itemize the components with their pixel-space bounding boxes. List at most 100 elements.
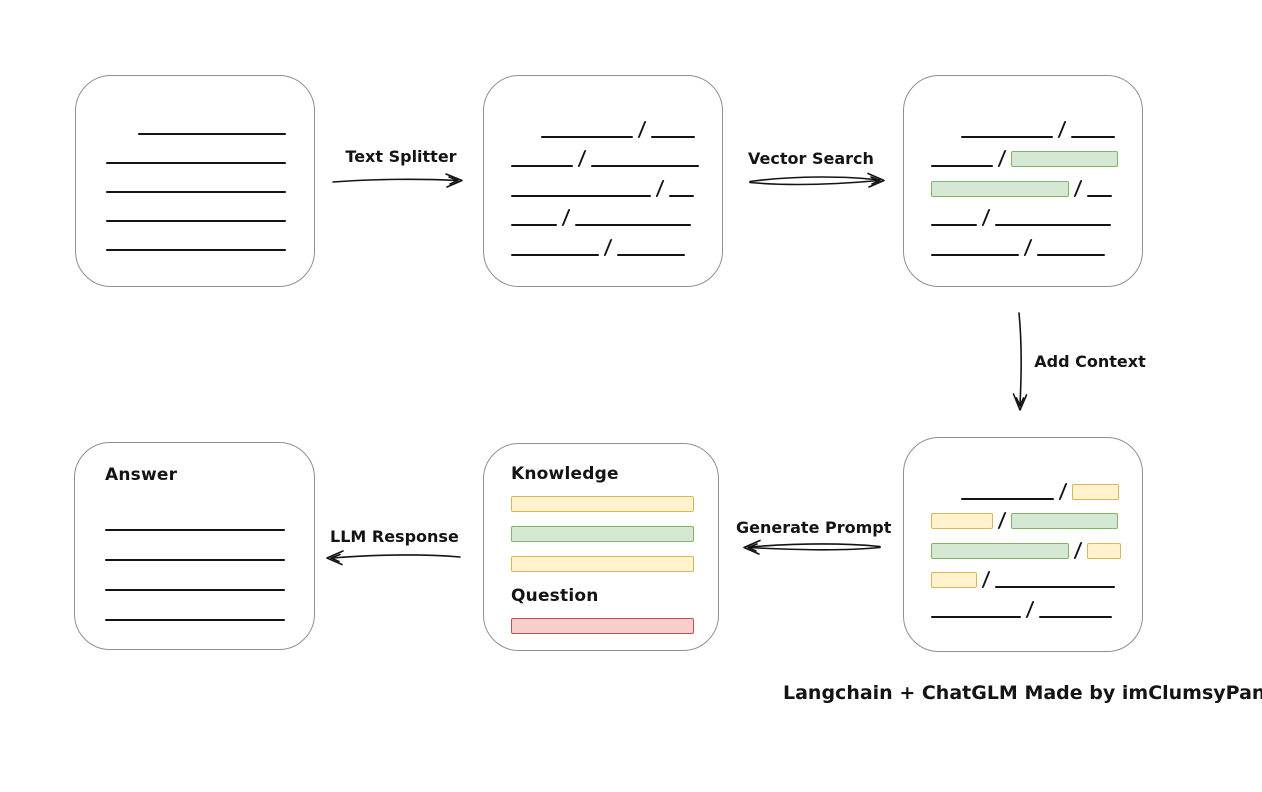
- slash-separator: [981, 571, 991, 588]
- text-line-segment: [931, 615, 1021, 618]
- text-line-segment: [617, 253, 686, 256]
- chunk-row: [931, 108, 1142, 138]
- text-line-segment: [511, 253, 599, 256]
- text-line-segment: [511, 194, 651, 197]
- chunk-row: [931, 226, 1142, 256]
- green-bar: [511, 526, 694, 542]
- slash-separator: [981, 209, 991, 226]
- add-context-arrow: [1012, 312, 1028, 411]
- text-line-segment: [575, 224, 692, 226]
- text-line: [106, 249, 286, 251]
- green-chunk-highlight: [931, 180, 1069, 197]
- chunk-row: [931, 197, 1142, 226]
- slash-separator: [603, 238, 613, 256]
- chunk-row: [931, 500, 1142, 529]
- question-bars: [511, 618, 718, 634]
- slash-separator: [637, 120, 647, 138]
- text-splitter-label: Text Splitter: [345, 147, 457, 166]
- answer-label: Answer: [105, 465, 178, 485]
- chunk-row: [931, 138, 1142, 167]
- slash-separator: [1025, 600, 1035, 618]
- yellow-chunk-highlight: [931, 572, 977, 588]
- slash-separator: [1073, 179, 1083, 197]
- text-line-row: [106, 222, 314, 251]
- chunk-row: [931, 559, 1142, 588]
- text-line-segment: [961, 497, 1054, 500]
- text-line-segment: [1039, 615, 1113, 618]
- yellow-chunk-highlight: [1087, 542, 1122, 559]
- split-chunks-box: [483, 75, 723, 287]
- diagram-caption: Langchain + ChatGLM Made by imClumsyPand…: [783, 682, 1262, 704]
- llm-response-arrow: [326, 550, 461, 566]
- prompt-box: Knowledge Question: [483, 443, 719, 651]
- answer-box: Answer: [74, 442, 315, 650]
- text-line-segment: [669, 194, 695, 197]
- text-line-segment: [961, 135, 1053, 138]
- slash-separator: [997, 512, 1007, 529]
- slash-separator: [1057, 120, 1067, 138]
- generate-prompt-label: Generate Prompt: [736, 518, 892, 537]
- text-line-row: [106, 135, 314, 164]
- text-line-row: [105, 561, 314, 591]
- text-line-segment: [1087, 194, 1113, 197]
- slash-separator: [997, 150, 1007, 167]
- chunk-row: [931, 470, 1142, 500]
- text-line: [106, 220, 286, 222]
- red-bar: [511, 618, 694, 634]
- slash-separator: [1023, 238, 1033, 256]
- knowledge-bars: [511, 496, 718, 572]
- text-line-segment: [591, 165, 700, 167]
- chunk-rows: [931, 108, 1142, 256]
- text-line-segment: [511, 224, 557, 226]
- text-line-row: [106, 193, 314, 222]
- search-result-box: [903, 75, 1143, 287]
- text-line: [105, 559, 285, 561]
- text-line-row: [105, 501, 314, 531]
- text-line-segment: [511, 165, 573, 167]
- slash-separator: [1073, 541, 1083, 559]
- text-line-segment: [995, 224, 1112, 226]
- chunk-row: [511, 167, 722, 197]
- green-chunk-highlight: [1011, 513, 1119, 529]
- text-line-row: [106, 106, 314, 135]
- green-chunk-highlight: [931, 542, 1069, 559]
- text-line-segment: [931, 224, 977, 226]
- source-document-box: [75, 75, 315, 287]
- yellow-chunk-highlight: [1072, 483, 1120, 500]
- yellow-bar: [511, 556, 694, 572]
- text-line: [106, 191, 286, 193]
- knowledge-label: Knowledge: [511, 464, 619, 484]
- chunk-rows: [931, 470, 1142, 618]
- text-splitter-arrow: [332, 173, 463, 188]
- chunk-row: [931, 588, 1142, 618]
- vector-search-arrow: [749, 172, 885, 188]
- green-chunk-highlight: [1011, 151, 1119, 167]
- chunk-row: [931, 529, 1142, 559]
- text-line: [138, 133, 286, 135]
- chunk-row: [511, 108, 722, 138]
- text-line-segment: [995, 586, 1116, 588]
- generate-prompt-arrow: [743, 539, 881, 555]
- chunk-row: [511, 197, 722, 226]
- question-label: Question: [511, 586, 599, 606]
- vector-search-label: Vector Search: [748, 149, 874, 168]
- document-lines: [106, 106, 314, 251]
- text-line-segment: [1071, 135, 1116, 138]
- slash-separator: [1058, 482, 1068, 500]
- text-line: [105, 619, 285, 621]
- slash-separator: [655, 179, 665, 197]
- add-context-label: Add Context: [1034, 352, 1146, 371]
- text-line: [106, 162, 286, 164]
- text-line-segment: [651, 135, 696, 138]
- yellow-chunk-highlight: [931, 513, 993, 529]
- chunk-row: [511, 138, 722, 167]
- text-line: [105, 529, 285, 531]
- text-line-row: [105, 531, 314, 561]
- chunk-row: [931, 167, 1142, 197]
- chunk-rows: [511, 108, 722, 256]
- slash-separator: [577, 150, 587, 167]
- text-line-row: [106, 164, 314, 193]
- answer-lines: [105, 501, 314, 621]
- text-line-segment: [931, 253, 1019, 256]
